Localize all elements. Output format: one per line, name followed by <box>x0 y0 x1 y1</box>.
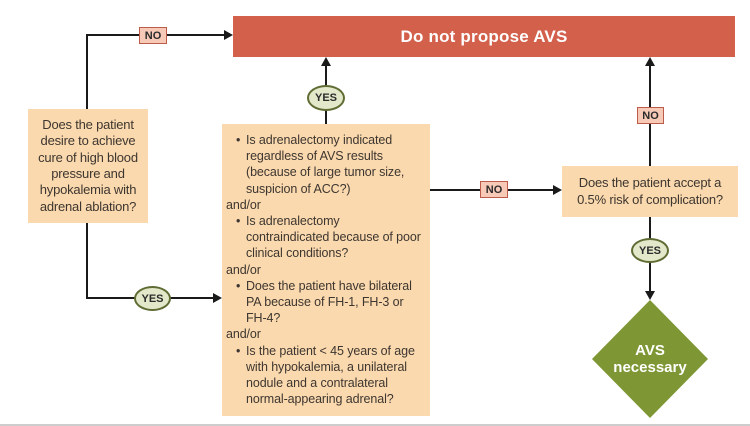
criteria-item: • Is adrenalectomy indicated regardless … <box>226 132 426 197</box>
do-not-propose-avs-node: Do not propose AVS <box>233 16 735 57</box>
arrowhead-into-center-box-icon <box>213 293 222 303</box>
edge-left-yes-vertical <box>86 223 88 299</box>
patient-desire-question-node: Does the patient desire to achieve cure … <box>28 109 148 223</box>
criteria-item-text: Is adrenalectomy contraindicated because… <box>246 214 421 261</box>
and-or-connector: and/or <box>226 197 261 212</box>
no-text: NO <box>144 29 162 42</box>
edge-label-no-2: NO <box>480 181 508 198</box>
criteria-item: • Is the patient < 45 years of age with … <box>226 343 426 408</box>
edge-left-no-vertical <box>86 35 88 109</box>
do-not-propose-avs-label: Do not propose AVS <box>400 26 568 46</box>
bullet-icon: • <box>236 343 241 358</box>
patient-desire-question-text: Does the patient desire to achieve cure … <box>38 116 138 214</box>
edge-label-yes-3: YES <box>631 238 669 263</box>
avs-necessary-label: AVS necessary <box>613 342 687 376</box>
edge-label-yes-2: YES <box>307 85 345 111</box>
avs-criteria-node: • Is adrenalectomy indicated regardless … <box>222 124 430 416</box>
edge-label-no-1: NO <box>139 27 167 44</box>
and-or-connector: and/or <box>226 262 261 277</box>
avs-necessary-node: AVS necessary <box>592 300 708 418</box>
bottom-divider <box>0 424 750 426</box>
no-text: NO <box>485 183 503 196</box>
no-text: NO <box>642 109 659 122</box>
edge-label-yes-1: YES <box>134 286 171 311</box>
arrowhead-into-banner-center-icon <box>321 57 331 66</box>
edge-label-no-3: NO <box>637 107 664 124</box>
arrowhead-into-right-box-icon <box>553 185 562 195</box>
bullet-icon: • <box>236 278 241 293</box>
arrowhead-into-banner-left-icon <box>224 30 233 40</box>
bullet-icon: • <box>236 214 241 229</box>
arrowhead-into-diamond-icon <box>645 291 655 300</box>
diamond-shape <box>592 300 708 418</box>
avs-necessary-label-wrap: AVS necessary <box>592 300 708 418</box>
criteria-item-text: Does the patient have bilateral PA becau… <box>246 278 412 326</box>
criteria-item: • Is adrenalectomy contraindicated becau… <box>226 213 426 262</box>
yes-text: YES <box>638 244 661 257</box>
criteria-item: • Does the patient have bilateral PA bec… <box>226 278 426 327</box>
yes-text: YES <box>314 92 337 104</box>
risk-acceptance-question-text: Does the patient accept a 0.5% risk of c… <box>577 175 723 207</box>
criteria-item-text: Is the patient < 45 years of age with hy… <box>246 343 415 407</box>
yes-text: YES <box>141 292 164 305</box>
and-or-connector: and/or <box>226 327 261 342</box>
risk-acceptance-question-node: Does the patient accept a 0.5% risk of c… <box>562 166 738 217</box>
criteria-item-text: Is adrenalectomy indicated regardless of… <box>246 133 405 196</box>
bullet-icon: • <box>236 133 241 147</box>
arrowhead-into-banner-right-icon <box>645 57 655 66</box>
